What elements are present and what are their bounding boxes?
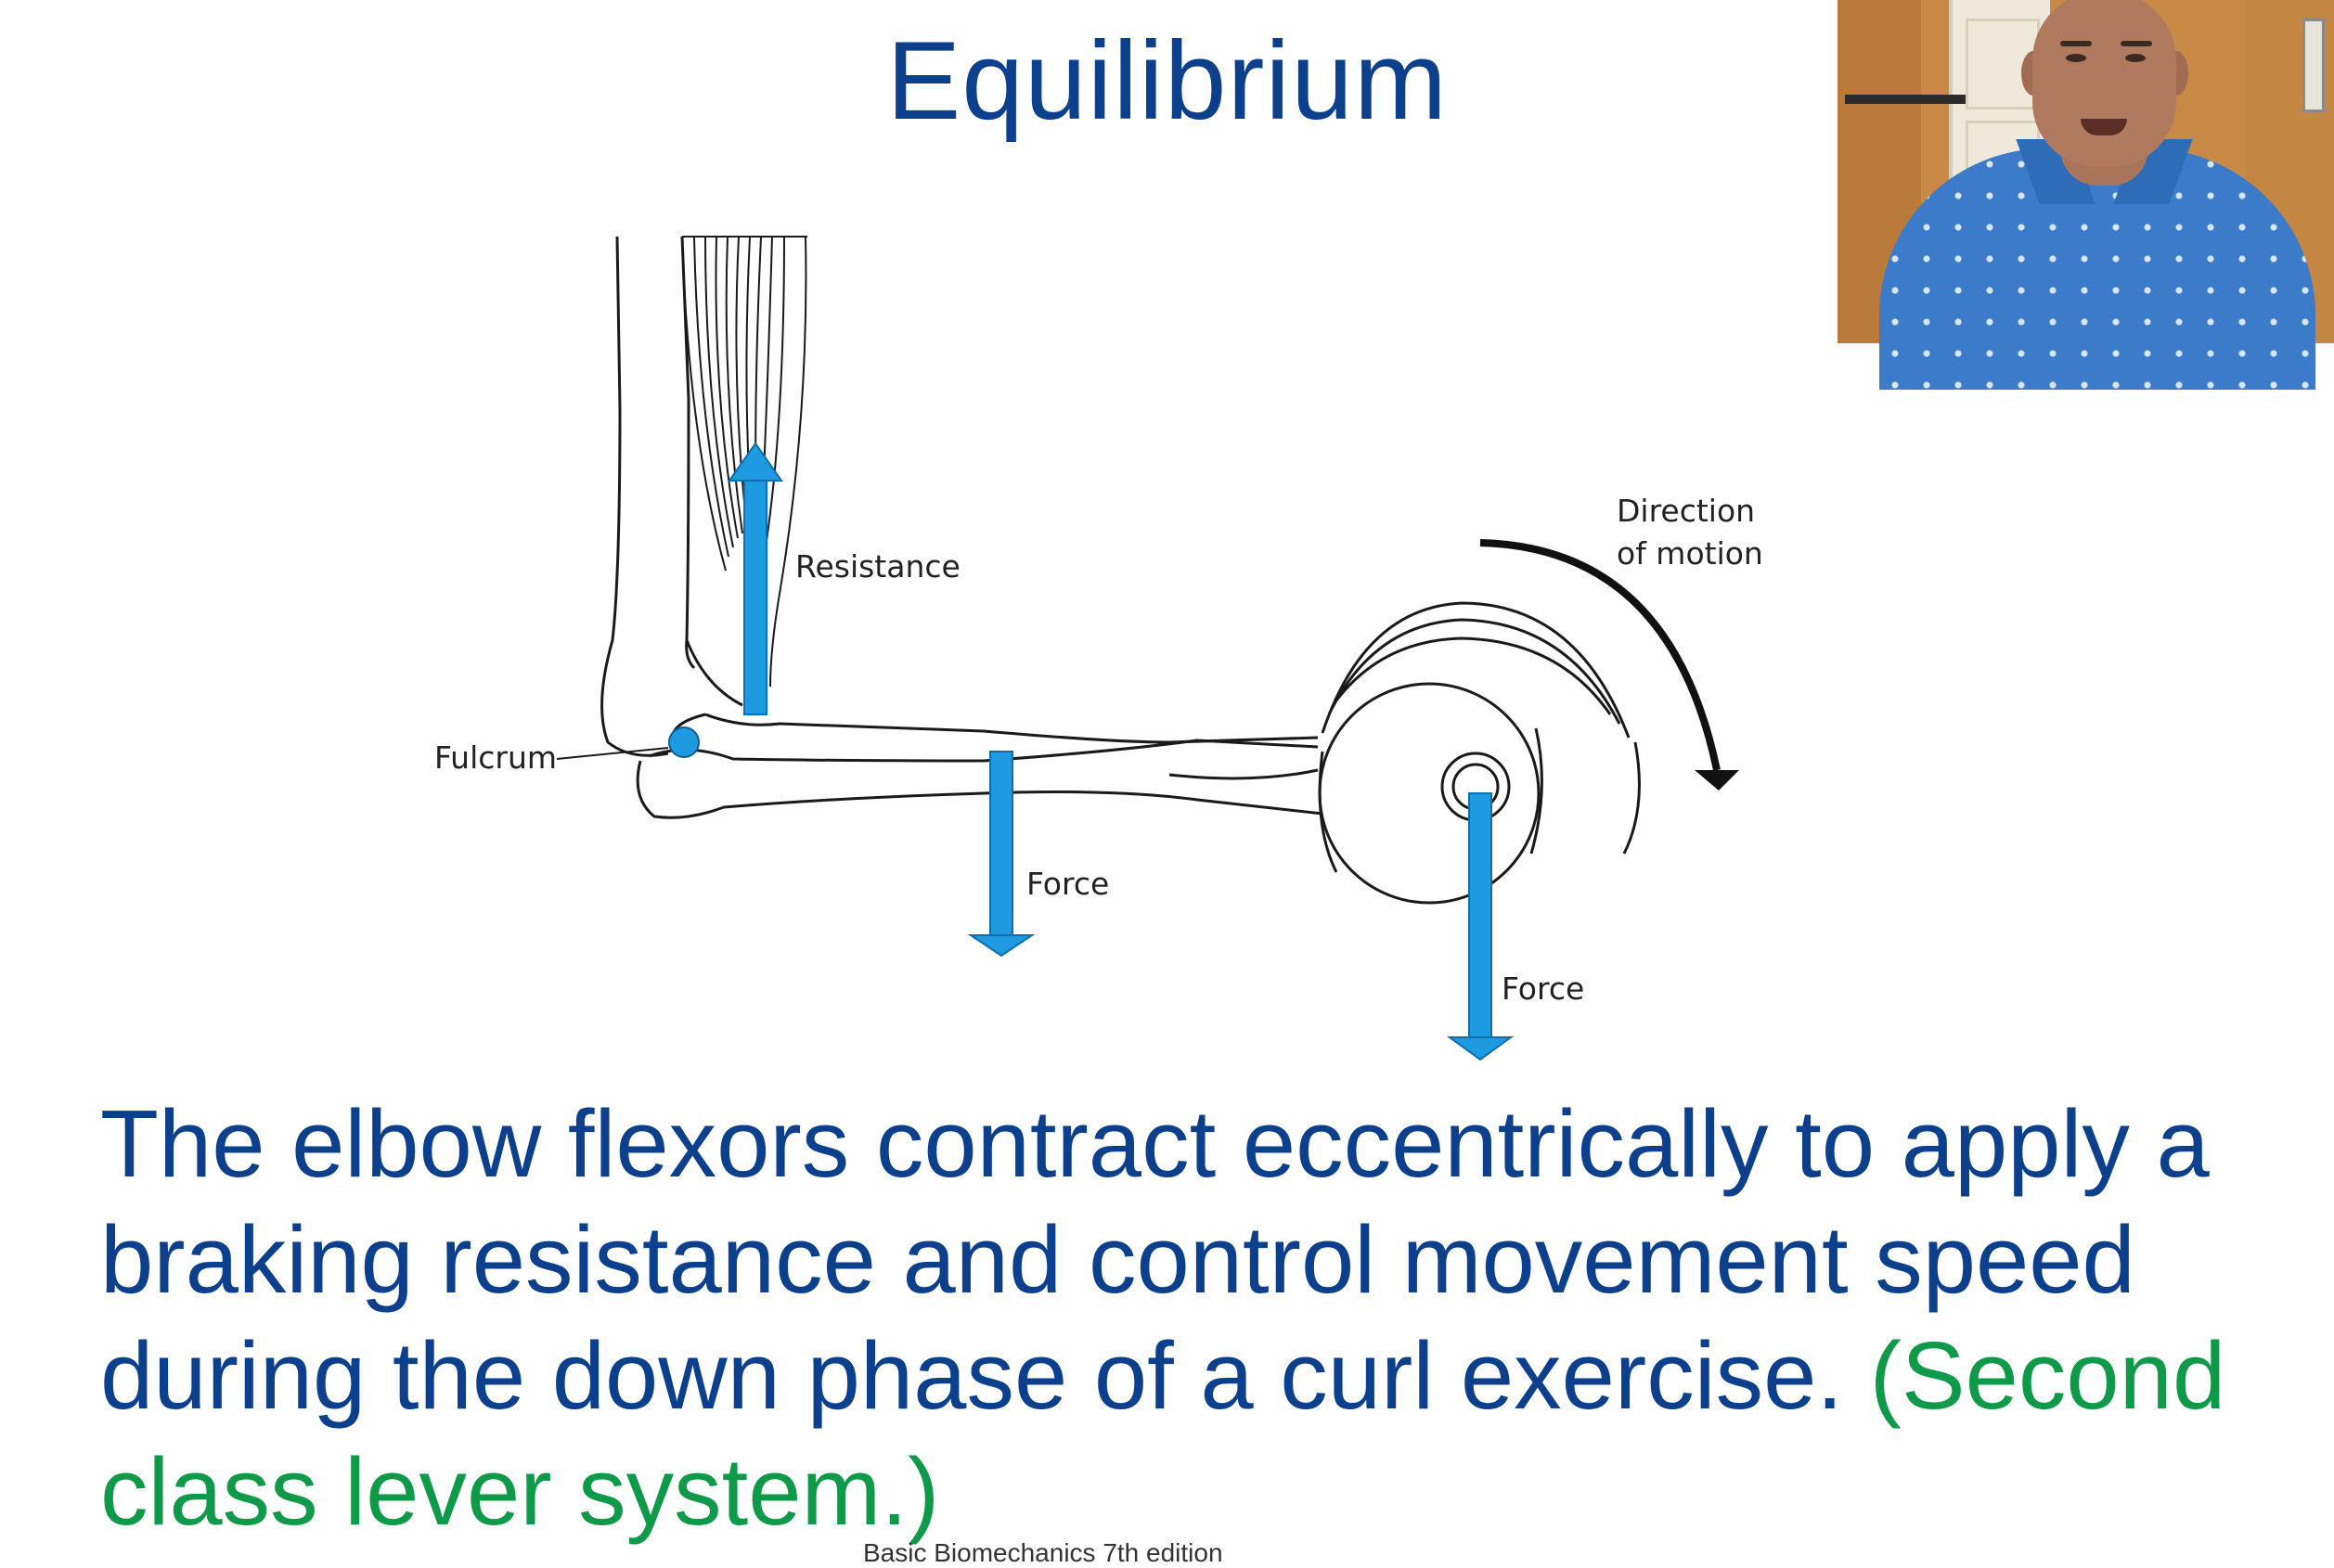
force-label-forearm: Force [1026, 866, 1109, 902]
forearm-bones [636, 713, 1323, 819]
slide-title: Equilibrium [886, 19, 1448, 143]
force-label-weight: Force [1502, 970, 1584, 1007]
force-arrow-forearm [967, 751, 1036, 958]
force-arrow-weight [1446, 792, 1515, 1061]
presenter-webcam-video [1838, 0, 2334, 390]
direction-label-line2: of motion [1617, 535, 1763, 572]
body-text-main: The elbow flexors contract eccentrically… [100, 1090, 2210, 1429]
fulcrum-label: Fulcrum [434, 739, 557, 776]
direction-label-line1: Direction [1617, 493, 1755, 529]
citation-text: Basic Biomechanics 7th edition [863, 1538, 1223, 1567]
resistance-label: Resistance [795, 548, 961, 585]
direction-arrowhead [1695, 770, 1739, 790]
weight-plate [1318, 601, 1641, 905]
slide-body-text: The elbow flexors contract eccentrically… [100, 1086, 2309, 1549]
humerus [600, 236, 743, 757]
fulcrum-point [668, 726, 700, 758]
direction-of-motion-arrow [1479, 539, 1721, 771]
resistance-arrow [728, 442, 783, 715]
elbow-lever-diagram: Resistance Fulcrum Force Force Direction… [434, 236, 1763, 1061]
fulcrum-pointer [556, 747, 669, 760]
body-text-lever-class: (Second class lever system.) [100, 1322, 2226, 1545]
